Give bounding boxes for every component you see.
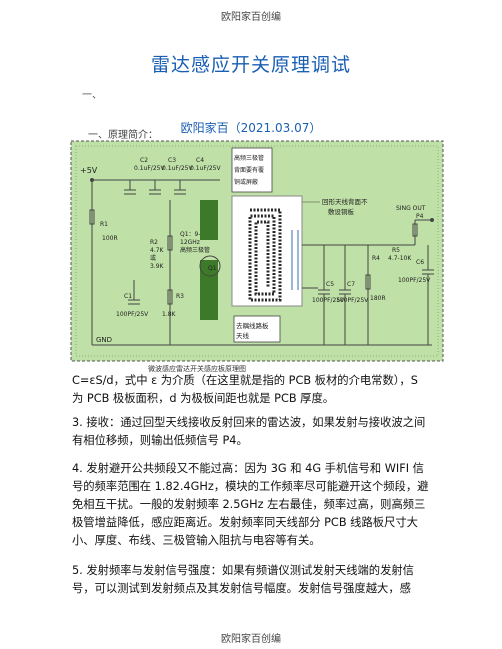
svg-text:R1: R1 [100,221,108,228]
resistor-r4: R4 180R [365,245,386,345]
resistor-r5: R5 4.7-10K [388,220,418,262]
note-loop: 回形天线背面不 敷设铜板 [302,197,368,216]
paragraph-frequency-band: 4. 发射避开公共频段又不能过高：因为 3G 和 4G 手机信号和 WIFI 信… [72,460,432,550]
document-title: 雷达感应开关原理调试 [150,54,351,76]
svg-text:C1: C1 [124,293,132,300]
svg-text:R2: R2 [150,239,158,246]
footer-watermark: 欧阳家百创编 [221,634,281,645]
svg-text:3.9K: 3.9K [150,263,165,270]
note-box-bottom: 去耦线路板 天线 [233,315,281,343]
q1-label: Q1：9- [180,231,201,238]
svg-text:去耦线路板: 去耦线路板 [236,321,269,330]
svg-text:高频三极管: 高频三极管 [180,246,210,254]
svg-text:背面要有覆: 背面要有覆 [234,166,264,174]
svg-text:P4: P4 [416,213,424,220]
resistor-r2: R2 4.7K 或 3.9K [150,200,173,280]
signal-output: SING OUT P4 [396,205,434,222]
vcc-label: +5V [80,166,98,175]
paragraph-formula: C=εS/d，式中 ε 为介质（在这里就是指的 PCB 板材的介电常数），S 为… [72,372,432,408]
capacitor-c6: C6 100PF/25V [398,245,434,345]
svg-text:C5: C5 [326,281,334,288]
capacitor-c4: C4 0.1uF/25V [174,157,221,195]
resistor-r1: R1 100R [89,180,118,242]
svg-text:高频三极管: 高频三极管 [234,154,264,162]
paragraph-text: C=εS/d，式中 ε 为介质（在这里就是指的 PCB 板材的介电常数），S 为… [72,374,418,405]
svg-text:100PF/25V: 100PF/25V [312,297,345,304]
resistor-r3: R3 1.8K [162,280,184,345]
svg-text:R4: R4 [372,255,380,262]
svg-text:回形天线背面不: 回形天线背面不 [322,197,368,206]
capacitor-c2: C2 0.1uF/25V [124,157,165,195]
svg-text:C6: C6 [416,259,424,266]
svg-text:C2: C2 [140,157,148,164]
note-box-top: 高频三极管 背面要有覆 铜或屏蔽 [231,147,273,193]
svg-text:100PF/25V: 100PF/25V [336,297,369,304]
svg-text:SING OUT: SING OUT [396,205,426,212]
paragraph-text: 4. 发射避开公共频段又不能过高：因为 3G 和 4G 手机信号和 WIFI 信… [72,462,429,547]
svg-text:天线: 天线 [236,331,250,340]
svg-text:0.1uF/25V: 0.1uF/25V [134,165,165,172]
capacitor-c7: C7 100PF/25V [336,245,369,345]
circuit-schematic: +5V C2 0.1uF/25V C3 0.1uF/25V C4 0.1uF/2… [70,140,444,362]
paragraph-signal-strength: 5. 发射频率与发射信号强度：如果有频谱仪测试发射天线端的发射信号，可以测试到发… [72,562,432,598]
section-marker: 一、 [82,90,102,101]
capacitor-c3: C3 0.1uF/25V [149,157,193,195]
svg-text:R3: R3 [176,293,184,300]
paragraph-receive: 3. 接收：通过回型天线接收反射回来的雷达波，如果发射与接收波之间有相位移频，则… [72,414,432,450]
svg-text:100R: 100R [102,235,118,242]
figure-caption: 微波感应雷达开关感应板原理图 [148,365,246,373]
capacitor-c5: C5 100PF/25V [312,245,345,345]
svg-text:C7: C7 [347,281,355,288]
svg-text:12GHz: 12GHz [180,239,200,246]
svg-text:180R: 180R [370,295,386,302]
loop-antenna [231,195,303,307]
svg-text:敷设铜板: 敷设铜板 [328,207,355,216]
svg-text:或: 或 [150,254,156,262]
svg-text:Q1: Q1 [208,265,217,272]
antenna-strip-top [200,200,218,240]
paragraph-text: 3. 接收：通过回型天线接收反射回来的雷达波，如果发射与接收波之间有相位移频，则… [72,416,426,447]
intro-heading: 一、原理简介： [88,130,158,141]
capacitor-c1: C1 100PF/25V [116,280,149,318]
svg-text:C3: C3 [168,157,176,164]
svg-text:铜或屏蔽: 铜或屏蔽 [234,178,258,186]
svg-text:4.7K: 4.7K [150,247,165,254]
svg-text:0.1uF/25V: 0.1uF/25V [190,165,221,172]
svg-text:0.1uF/25V: 0.1uF/25V [162,165,193,172]
svg-text:100PF/25V: 100PF/25V [398,277,431,284]
svg-text:100PF/25V: 100PF/25V [116,311,149,318]
author-line: 欧阳家百（2021.03.07） [180,121,322,135]
transistor-q1: Q1 [199,255,221,277]
paragraph-text: 5. 发射频率与发射信号强度：如果有频谱仪测试发射天线端的发射信号，可以测试到发… [72,564,414,595]
svg-text:C4: C4 [196,157,204,164]
svg-text:1.8K: 1.8K [162,311,177,318]
svg-text:4.7-10K: 4.7-10K [388,255,412,262]
header-watermark: 欧阳家百创编 [221,12,281,23]
svg-text:R5: R5 [392,247,400,254]
gnd-label: GND [96,336,112,344]
